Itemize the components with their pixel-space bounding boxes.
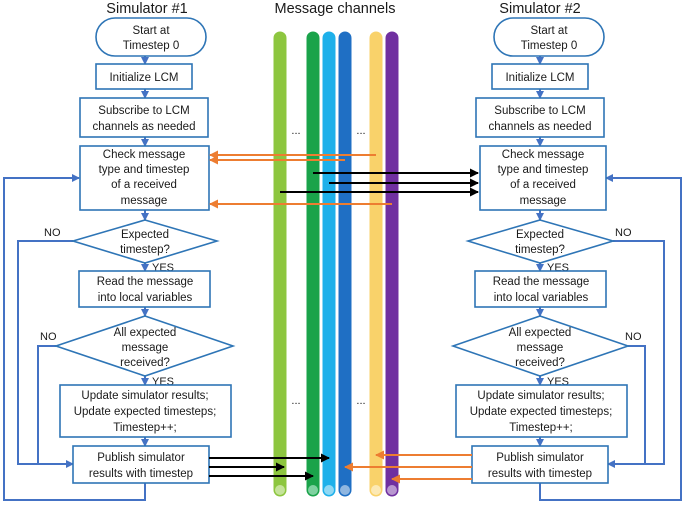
check-message-box-2 [479, 145, 607, 211]
start-2-label-line-1: Start at [530, 25, 568, 37]
simulator-1-header: Simulator #1 [106, 1, 187, 17]
start-label-line-2: Timestep 0 [123, 40, 179, 52]
no-label-expected-timestep: NO [44, 227, 61, 239]
all-expected-line-1: All expected [114, 327, 177, 339]
check-label-line-2: type and timestep [99, 164, 190, 176]
publish-results-box [72, 445, 210, 484]
channel-ellipsis-top-left: ... [291, 125, 300, 137]
message-channels-header: Message channels [275, 1, 396, 17]
publish-results-box-2 [471, 445, 609, 484]
check-label-line-4: message [121, 195, 168, 207]
check-2-label-line-1: Check message [502, 149, 584, 161]
initialize-lcm-box [95, 63, 193, 90]
initialize-lcm-box-2 [491, 63, 589, 90]
update-2-label-line-1: Update simulator results; [477, 390, 604, 402]
expected-timestep-2-line-1: Expected [516, 229, 564, 241]
update-results-box-2 [455, 384, 628, 438]
check-message-box [79, 145, 210, 211]
expected-timestep-2-line-2: timestep? [515, 244, 565, 256]
all-expected-line-2: message [122, 342, 169, 354]
channel-ellipsis-top-right: ... [356, 125, 365, 137]
start-node [95, 17, 207, 57]
all-expected-2-line-3: received? [515, 357, 565, 369]
publish-label-line-2: results with timestep [89, 468, 193, 480]
no-label-all-expected: NO [40, 331, 57, 343]
expected-timestep-decision [70, 219, 220, 264]
start-2-label-line-2: Timestep 0 [521, 40, 577, 52]
no-label-all-expected-2: NO [625, 331, 642, 343]
subscribe-label-line-1: Subscribe to LCM [98, 105, 189, 117]
publish-2-label-line-1: Publish simulator [496, 452, 584, 464]
all-expected-2-line-1: All expected [509, 327, 572, 339]
update-label-line-2: Update expected timesteps; [74, 406, 217, 418]
no-label-expected-timestep-2: NO [615, 227, 632, 239]
simulator-1-flowchart: Start at Timestep 0 Initialize LCM Subsc… [3, 17, 236, 501]
simulator-2-flowchart: Start at Timestep 0 Initialize LCM Subsc… [450, 17, 682, 501]
subscribe-box-2 [475, 97, 605, 138]
check-label-line-1: Check message [103, 149, 185, 161]
initialize-lcm-2-label: Initialize LCM [505, 72, 574, 84]
expected-timestep-decision-2 [465, 219, 616, 264]
check-2-label-line-2: type and timestep [498, 164, 589, 176]
read-label-line-2: into local variables [98, 292, 193, 304]
update-label-line-1: Update simulator results; [81, 390, 208, 402]
channel-ellipsis-bottom-right: ... [356, 395, 365, 407]
all-expected-decision [53, 315, 236, 377]
initialize-lcm-label: Initialize LCM [109, 72, 178, 84]
subscribe-box [79, 97, 209, 138]
message-arrows [209, 150, 479, 484]
update-2-label-line-3: Timestep++; [509, 422, 573, 434]
subscribe-2-label-line-1: Subscribe to LCM [494, 105, 585, 117]
expected-timestep-line-2: timestep? [120, 244, 170, 256]
update-label-line-3: Timestep++; [113, 422, 177, 434]
all-expected-line-3: received? [120, 357, 170, 369]
all-expected-decision-2 [450, 315, 631, 377]
update-2-label-line-2: Update expected timesteps; [470, 406, 613, 418]
start-node-2 [493, 17, 605, 57]
publish-label-line-1: Publish simulator [97, 452, 185, 464]
check-2-label-line-3: of a received [510, 179, 576, 191]
read-message-box [78, 270, 211, 308]
all-expected-2-line-2: message [517, 342, 564, 354]
check-label-line-3: of a received [111, 179, 177, 191]
check-2-label-line-4: message [520, 195, 567, 207]
message-channels [273, 31, 399, 497]
start-label-line-1: Start at [132, 25, 170, 37]
read-message-box-2 [474, 270, 607, 308]
expected-timestep-line-1: Expected [121, 229, 169, 241]
publish-2-label-line-2: results with timestep [488, 468, 592, 480]
update-results-box [59, 384, 232, 438]
channel-ellipsis-bottom-left: ... [291, 395, 300, 407]
read-2-label-line-2: into local variables [494, 292, 589, 304]
read-2-label-line-1: Read the message [493, 276, 590, 288]
simulator-2-header: Simulator #2 [499, 1, 580, 17]
subscribe-2-label-line-2: channels as needed [489, 121, 592, 133]
read-label-line-1: Read the message [97, 276, 194, 288]
subscribe-label-line-2: channels as needed [93, 121, 196, 133]
